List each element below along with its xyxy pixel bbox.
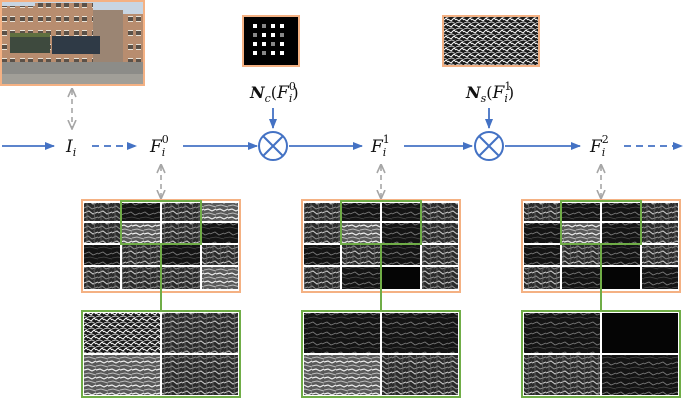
spatial-mask-icon	[442, 15, 540, 67]
zoomed-maps-f2	[521, 310, 681, 398]
zoomed-maps-f1	[301, 310, 461, 398]
circled-times-icon	[474, 131, 504, 161]
channel-mask-icon	[242, 15, 300, 67]
feature-map-grid-f2	[521, 199, 681, 293]
circled-times-icon	[258, 131, 288, 161]
label-input: Ii	[65, 137, 76, 159]
zoomed-maps-f0	[81, 310, 241, 398]
input-photo	[0, 0, 145, 86]
